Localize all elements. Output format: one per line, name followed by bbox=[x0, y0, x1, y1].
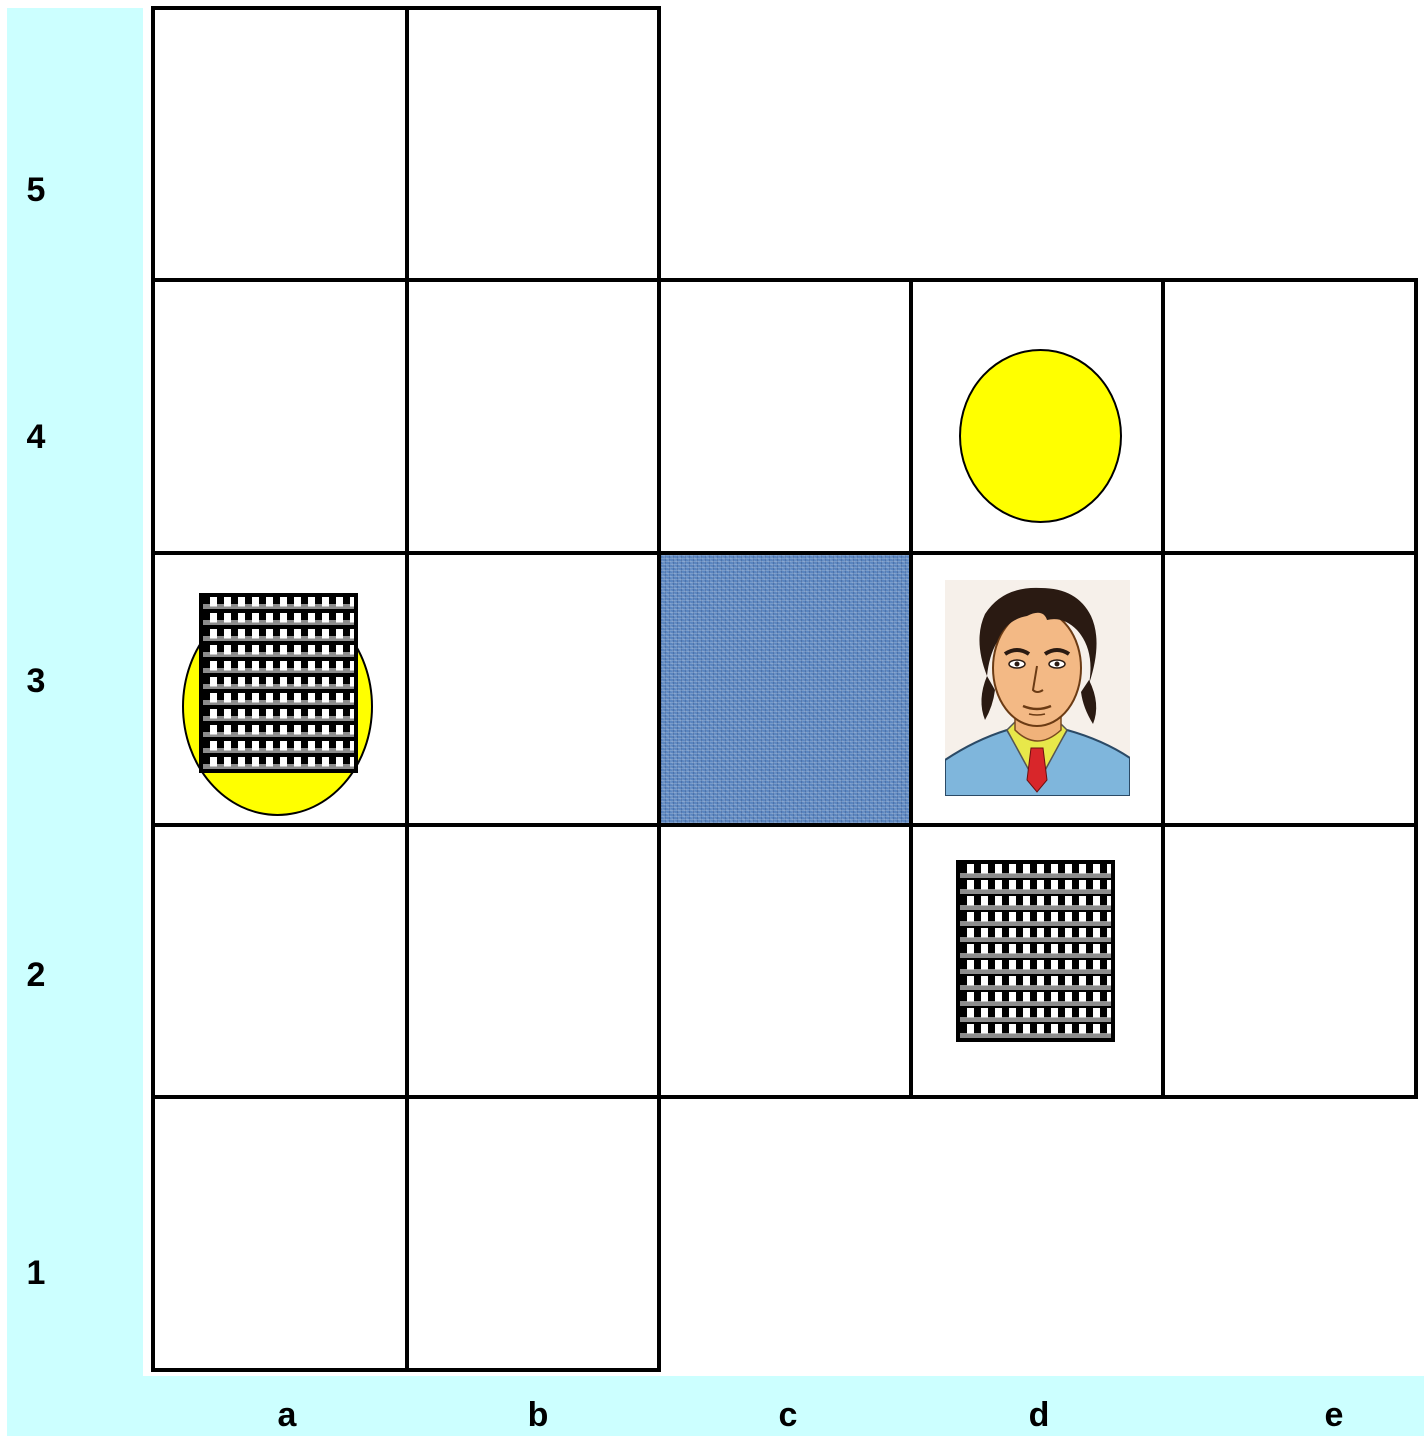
checkered-box-icon bbox=[956, 860, 1115, 1042]
board-cell-b5[interactable] bbox=[405, 6, 661, 282]
row-label-strip bbox=[7, 8, 143, 1436]
board-cell-b2[interactable] bbox=[405, 823, 661, 1099]
column-label-e: e bbox=[1325, 1398, 1344, 1432]
board-cell-c4[interactable] bbox=[657, 278, 913, 555]
row-label-3: 3 bbox=[27, 664, 46, 698]
column-label-c: c bbox=[779, 1398, 798, 1432]
board-cell-b1[interactable] bbox=[405, 1095, 661, 1372]
board-cell-a1[interactable] bbox=[151, 1095, 409, 1372]
board-cell-a2[interactable] bbox=[151, 823, 409, 1099]
row-label-5: 5 bbox=[27, 173, 46, 207]
column-label-strip bbox=[7, 1376, 1424, 1436]
board-cell-a4[interactable] bbox=[151, 278, 409, 555]
row-label-2: 2 bbox=[27, 958, 46, 992]
board-cell-b3[interactable] bbox=[405, 551, 661, 827]
board-cell-a5[interactable] bbox=[151, 6, 409, 282]
board-cell-e3[interactable] bbox=[1161, 551, 1418, 827]
yellow-coin-icon bbox=[959, 349, 1122, 523]
row-label-4: 4 bbox=[27, 420, 46, 454]
board-cell-c3-water[interactable] bbox=[657, 551, 913, 827]
board-cell-e2[interactable] bbox=[1161, 823, 1418, 1099]
player-portrait-icon bbox=[945, 580, 1130, 796]
board-cell-c2[interactable] bbox=[657, 823, 913, 1099]
board-cell-b4[interactable] bbox=[405, 278, 661, 555]
column-label-a: a bbox=[278, 1398, 297, 1432]
row-label-1: 1 bbox=[27, 1256, 46, 1290]
checkered-box-icon bbox=[199, 593, 358, 773]
column-label-b: b bbox=[528, 1398, 549, 1432]
board-cell-e4[interactable] bbox=[1161, 278, 1418, 555]
column-label-d: d bbox=[1029, 1398, 1050, 1432]
